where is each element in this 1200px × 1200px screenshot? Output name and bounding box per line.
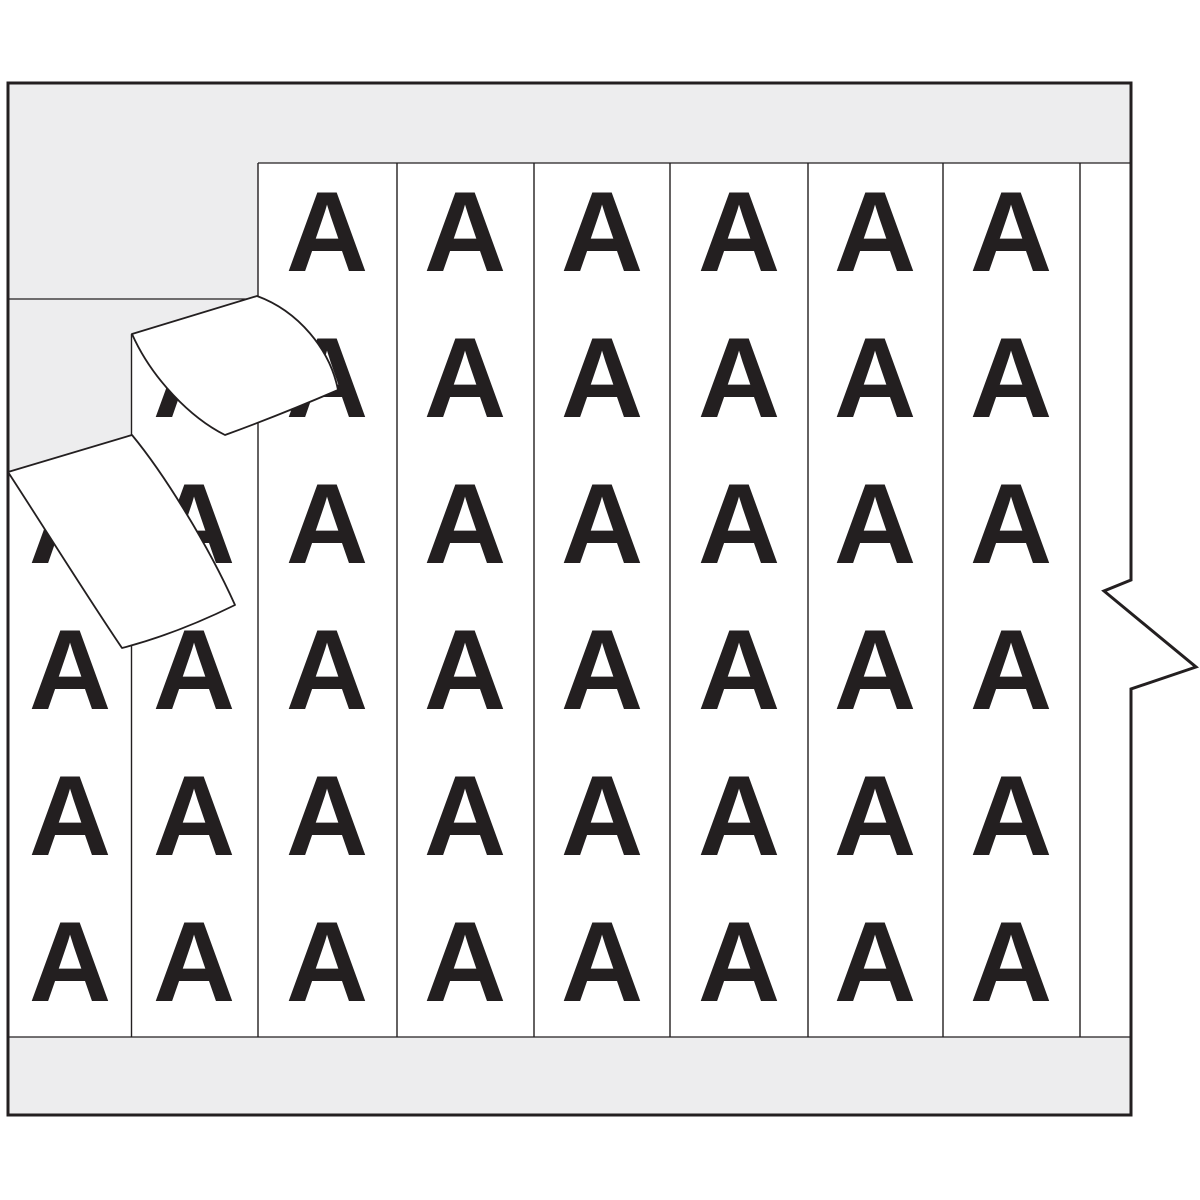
marker-letter: A — [698, 753, 780, 880]
marker-letter: A — [286, 753, 368, 880]
marker-letter: A — [561, 315, 643, 442]
label-strip-col-6 — [670, 163, 808, 1037]
marker-letter: A — [424, 607, 506, 734]
peeled-label-upper — [131, 295, 339, 436]
marker-letter: A — [286, 899, 368, 1026]
marker-letter: A — [970, 899, 1052, 1026]
label-strip-col-5 — [534, 163, 670, 1037]
marker-letter: A — [424, 461, 506, 588]
card-outline — [6, 81, 1200, 1117]
marker-letter: A — [698, 899, 780, 1026]
label-strip-col-4 — [397, 163, 534, 1037]
marker-letter: A — [561, 607, 643, 734]
marker-letter: A — [153, 899, 235, 1026]
marker-letter: A — [834, 753, 916, 880]
label-strip-col-7 — [808, 163, 943, 1037]
marker-letter: A — [286, 169, 368, 296]
marker-letter: A — [834, 899, 916, 1026]
marker-letter: A — [834, 607, 916, 734]
marker-letter: A — [561, 753, 643, 880]
marker-letter: A — [561, 899, 643, 1026]
marker-letter: A — [561, 169, 643, 296]
marker-letter: A — [29, 899, 111, 1026]
marker-letter: A — [698, 461, 780, 588]
letter-grid: AAAAAAAAAAAAAAAAAAAAAAAAAAAAAAAAAAAAAAAA… — [29, 169, 1052, 1026]
marker-letter: A — [29, 753, 111, 880]
pull-tab-arrow — [1104, 580, 1196, 689]
marker-letter: A — [424, 169, 506, 296]
marker-letter: A — [698, 315, 780, 442]
marker-letter: A — [970, 315, 1052, 442]
marker-letter: A — [970, 461, 1052, 588]
marker-letter: A — [424, 315, 506, 442]
marker-letter: A — [834, 169, 916, 296]
marker-letter: A — [286, 461, 368, 588]
marker-letter: A — [29, 607, 111, 734]
marker-letter: A — [153, 753, 235, 880]
marker-letter: A — [424, 753, 506, 880]
marker-letter: A — [561, 461, 643, 588]
marker-letter: A — [286, 607, 368, 734]
marker-letter: A — [970, 607, 1052, 734]
marker-letter: A — [834, 315, 916, 442]
marker-letter: A — [970, 753, 1052, 880]
marker-letter: A — [424, 899, 506, 1026]
peeled-label-lower — [7, 434, 236, 649]
marker-letter: A — [834, 461, 916, 588]
label-strip-col-8 — [943, 163, 1080, 1037]
marker-letter: A — [698, 607, 780, 734]
marker-letter: A — [970, 169, 1052, 296]
marker-letter: A — [698, 169, 780, 296]
